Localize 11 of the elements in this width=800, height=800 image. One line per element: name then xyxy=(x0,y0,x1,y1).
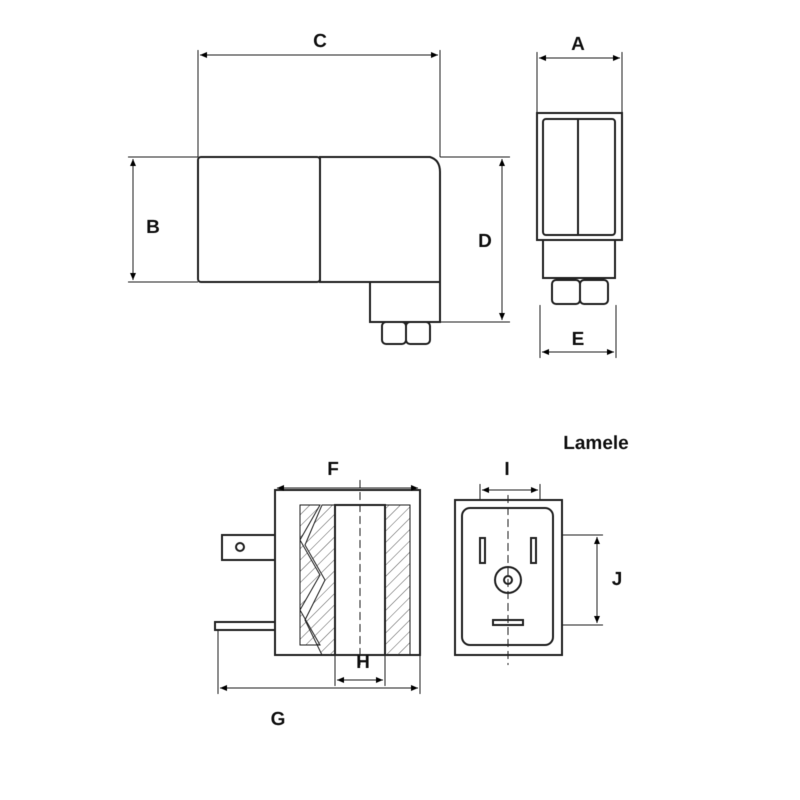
view-title: Lamele xyxy=(563,433,629,455)
dimension-label: E xyxy=(572,329,584,351)
dimension-label: D xyxy=(478,231,492,253)
dimension-label: H xyxy=(356,652,370,674)
dimension-label: B xyxy=(146,217,160,239)
dimension-label: C xyxy=(313,31,327,53)
dimension-label: I xyxy=(504,459,510,481)
dimension-label: G xyxy=(270,709,286,731)
dimension-label: A xyxy=(571,34,585,56)
dimension-label: J xyxy=(612,569,622,591)
dimension-label: F xyxy=(327,459,339,481)
